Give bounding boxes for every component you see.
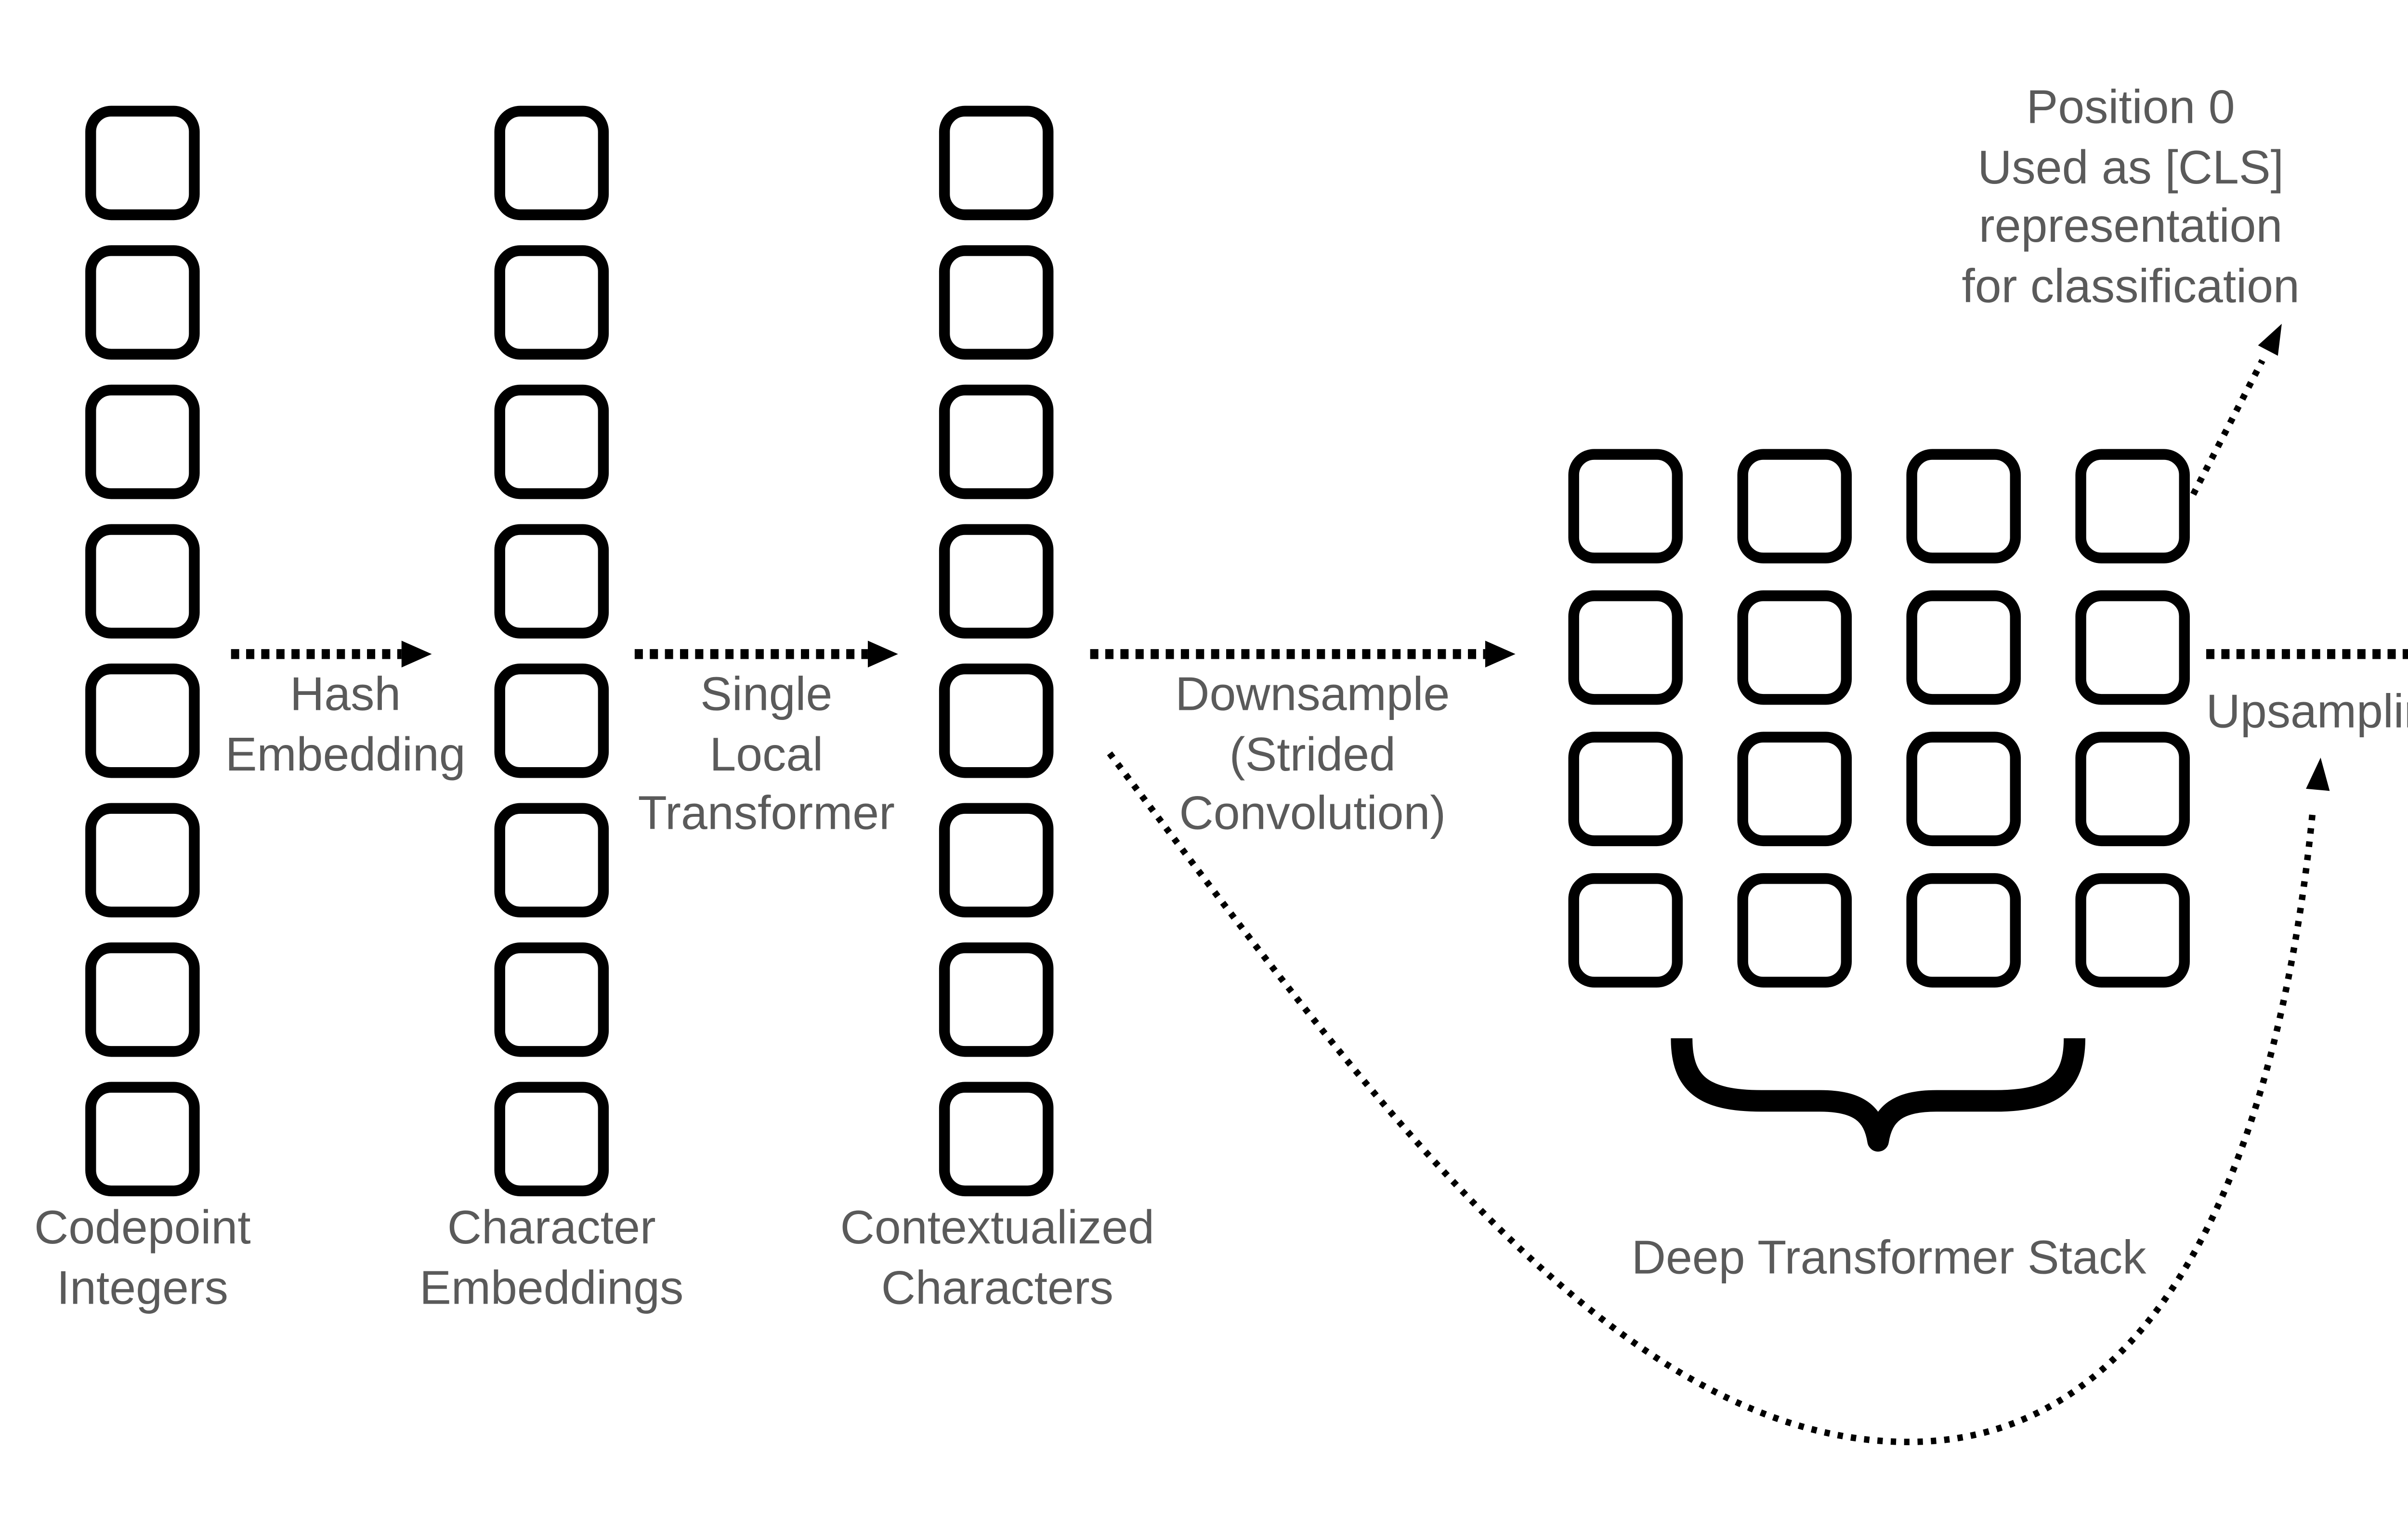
token-square-character-embeddings: [494, 803, 609, 918]
hash-embedding-arrow: [231, 640, 432, 667]
token-square-character-embeddings: [494, 384, 609, 499]
cls-note: Position 0 Used as [CLS] representation …: [1962, 79, 2300, 312]
token-square-codepoint-integers: [85, 1082, 200, 1197]
token-square-codepoint-integers: [85, 245, 200, 360]
token-square-character-embeddings: [494, 105, 609, 221]
token-square-contextualized-characters: [939, 384, 1054, 499]
residual-skip-arrow: [1107, 751, 2330, 1445]
token-square-codepoint-integers: [85, 105, 200, 221]
token-square-codepoint-integers: [85, 942, 200, 1057]
single-local-transformer-label: Single Local Transformer: [638, 667, 895, 840]
grid-square: [1568, 732, 1683, 847]
token-square-contextualized-characters: [939, 245, 1054, 360]
arrowhead-icon: [2306, 758, 2330, 791]
grid-square: [2075, 732, 2190, 847]
single-local-transformer-arrow: [634, 640, 898, 667]
downsampled-token-grid: [1568, 449, 2190, 988]
grid-square: [1906, 873, 2021, 988]
grid-square: [2075, 449, 2190, 563]
token-square-character-embeddings: [494, 663, 609, 778]
upsampling-label: Upsampling: [2206, 684, 2408, 738]
downsample-label: Downsample (Strided Convolution): [1175, 667, 1450, 840]
token-square-codepoint-integers: [85, 663, 200, 778]
token-columns: [85, 105, 1054, 1197]
token-square-codepoint-integers: [85, 524, 200, 639]
grid-square: [1906, 732, 2021, 847]
grid-square: [2075, 590, 2190, 705]
token-square-contextualized-characters: [939, 524, 1054, 639]
token-square-character-embeddings: [494, 942, 609, 1057]
character-embeddings-label: Character Embeddings: [419, 1200, 684, 1314]
underbrace-icon: [1671, 1038, 2086, 1152]
grid-square: [1737, 590, 1852, 705]
arrowhead-icon: [1485, 640, 1516, 667]
upsampling-arrow: [2206, 649, 2408, 659]
hash-embedding-label: Hash Embedding: [225, 667, 466, 781]
deep-transformer-stack-label: Deep Transformer Stack: [1631, 1230, 2146, 1285]
grid-square: [1737, 449, 1852, 563]
grid-square: [1568, 873, 1683, 988]
arrowhead-icon: [401, 640, 432, 667]
token-square-contextualized-characters: [939, 663, 1054, 778]
token-square-character-embeddings: [494, 245, 609, 360]
token-square-contextualized-characters: [939, 1082, 1054, 1197]
arrowhead-icon: [2258, 324, 2282, 356]
grid-square: [1568, 590, 1683, 705]
token-square-codepoint-integers: [85, 803, 200, 918]
grid-square: [1568, 449, 1683, 563]
grid-square: [1906, 449, 2021, 563]
token-square-contextualized-characters: [939, 803, 1054, 918]
token-square-contextualized-characters: [939, 105, 1054, 221]
codepoint-integers-label: Codepoint Integers: [34, 1200, 251, 1314]
token-square-contextualized-characters: [939, 942, 1054, 1057]
grid-square: [1737, 732, 1852, 847]
cls-annotation-arrow: [2190, 324, 2282, 496]
contextualized-characters-label: Contextualized Characters: [840, 1200, 1155, 1314]
arrowhead-icon: [867, 640, 898, 667]
token-square-codepoint-integers: [85, 384, 200, 499]
downsample-arrow: [1090, 640, 1516, 667]
token-square-character-embeddings: [494, 1082, 609, 1197]
grid-square: [1906, 590, 2021, 705]
token-square-character-embeddings: [494, 524, 609, 639]
grid-square: [2075, 873, 2190, 988]
grid-square: [1737, 873, 1852, 988]
